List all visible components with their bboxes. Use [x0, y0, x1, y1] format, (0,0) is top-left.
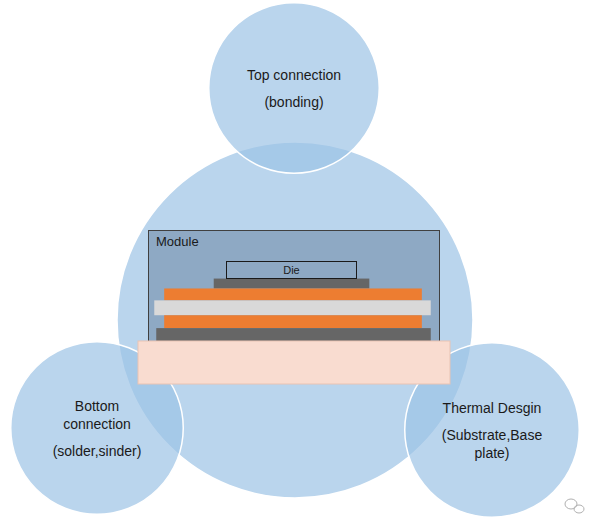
topic-label: Top connection [247, 66, 341, 84]
circle-text-holder: Thermal Desgin (Substrate,Base plate) [404, 342, 580, 518]
circle-text-holder: Bottom connection (solder,sinder) [10, 341, 184, 515]
base-plate [138, 341, 450, 384]
substrate-layer [164, 315, 422, 328]
topic-circle: Top connection (bonding) [208, 2, 380, 174]
topic-label: (bonding) [264, 93, 323, 111]
topic-circle: Thermal Desgin (Substrate,Base plate) [404, 342, 580, 518]
die-box: Die [226, 261, 357, 279]
topic-label: (solder,sinder) [53, 442, 142, 460]
substrate-layer [154, 300, 430, 315]
circle-shape [11, 342, 184, 515]
topic-label: Thermal Desgin [443, 399, 542, 417]
circle-text-holder: Top connection (bonding) [208, 2, 380, 174]
topic-label: Bottom connection [41, 397, 153, 433]
circle-shape [209, 3, 380, 174]
substrate-layer [164, 288, 422, 300]
circle-shape [405, 343, 580, 518]
wechat-watermark [565, 499, 584, 513]
topic-circle: Bottom connection (solder,sinder) [10, 341, 184, 515]
die-label: Die [283, 264, 300, 277]
substrate-layer [156, 328, 431, 341]
topic-label: (Substrate,Base plate) [428, 426, 556, 462]
module-housing: Die Module [148, 230, 440, 341]
circle-outline [208, 2, 380, 174]
module-label: Module [156, 234, 199, 250]
substrate-layer [214, 279, 370, 289]
